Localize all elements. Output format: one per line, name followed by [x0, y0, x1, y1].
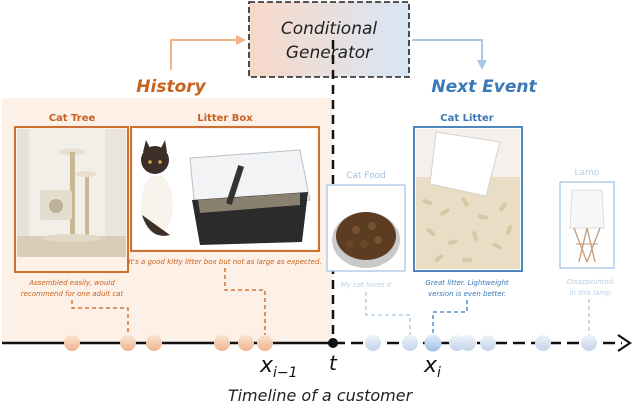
- product-card-cat-litter[interactable]: Cat Litter Great litter. Lightweight: [413, 113, 523, 298]
- cat-litter-image: [416, 129, 520, 269]
- product-card-lamp[interactable]: Lamp Disappointed in this lamp: [559, 168, 615, 297]
- lamp-image: [569, 189, 605, 263]
- connector-litter-box: [224, 268, 266, 336]
- event-dot-x-prev[interactable]: [257, 335, 273, 351]
- product-title-cat-litter: Cat Litter: [440, 113, 493, 124]
- review-cat-litter-line2: version is even better.: [428, 290, 506, 298]
- product-frame-cat-tree: [14, 126, 129, 273]
- timeline-arrowhead: [617, 334, 632, 352]
- generator-label-line2: Generator: [286, 43, 373, 63]
- cat-tree-image: [17, 129, 126, 257]
- product-card-litter-box[interactable]: Litter Box It's a good kitty litter box …: [128, 113, 321, 266]
- generator-box: [248, 1, 410, 78]
- event-dot[interactable]: [480, 335, 496, 351]
- next-event-label: Next Event: [431, 77, 537, 97]
- connector-cat-food: [365, 292, 411, 336]
- review-cat-litter-line1: Great litter. Lightweight: [425, 279, 509, 287]
- timeline-caption: Timeline of a customer: [228, 386, 414, 405]
- event-dot[interactable]: [214, 335, 230, 351]
- next-arrowhead: [477, 60, 487, 70]
- event-dot[interactable]: [449, 335, 465, 351]
- event-dot[interactable]: [402, 335, 418, 351]
- review-cat-tree-line1: Assembled easily, would: [28, 279, 115, 287]
- history-to-generator-arrow: [170, 39, 238, 70]
- generator-label-line1: Conditional: [281, 19, 378, 39]
- time-t-marker: [328, 338, 338, 348]
- product-title-cat-tree: Cat Tree: [49, 113, 96, 124]
- event-dot[interactable]: [64, 335, 80, 351]
- event-dot[interactable]: [146, 335, 162, 351]
- history-label: History: [136, 77, 206, 97]
- label-x-prev: xi−1: [259, 353, 298, 381]
- product-card-cat-tree[interactable]: Cat Tree Assembled easily, would recomme…: [14, 113, 129, 298]
- product-frame-litter-box: [130, 126, 320, 252]
- history-arrowhead: [236, 35, 246, 45]
- generator-to-next-arrow: [412, 39, 483, 62]
- review-lamp-line1: Disappointed: [567, 278, 614, 286]
- connector-cat-litter: [432, 300, 468, 336]
- review-litter-box: It's a good kitty litter box but not as …: [128, 258, 321, 266]
- event-dot[interactable]: [535, 335, 551, 351]
- event-dot-x-next[interactable]: [424, 334, 442, 352]
- connector-cat-tree: [71, 300, 129, 336]
- review-cat-food: My cat loves it: [341, 281, 392, 289]
- event-dot[interactable]: [460, 335, 476, 351]
- label-x-next: xi: [423, 353, 441, 381]
- product-title-litter-box: Litter Box: [197, 113, 253, 124]
- event-dot[interactable]: [581, 335, 597, 351]
- product-card-cat-food[interactable]: Cat Food My cat loves it: [326, 171, 406, 289]
- label-t: t: [329, 351, 338, 375]
- product-title-lamp: Lamp: [574, 168, 599, 178]
- event-dot[interactable]: [365, 335, 381, 351]
- event-dot[interactable]: [238, 335, 254, 351]
- review-cat-tree-line2: recommend for one adult cat: [21, 290, 124, 298]
- event-dot[interactable]: [120, 335, 136, 351]
- review-lamp-line2: in this lamp: [569, 289, 611, 297]
- conditional-generator: Conditional Generator: [248, 1, 410, 78]
- product-title-cat-food: Cat Food: [346, 171, 386, 181]
- cat-food-image: [332, 212, 400, 268]
- litter-box-image: [133, 129, 317, 249]
